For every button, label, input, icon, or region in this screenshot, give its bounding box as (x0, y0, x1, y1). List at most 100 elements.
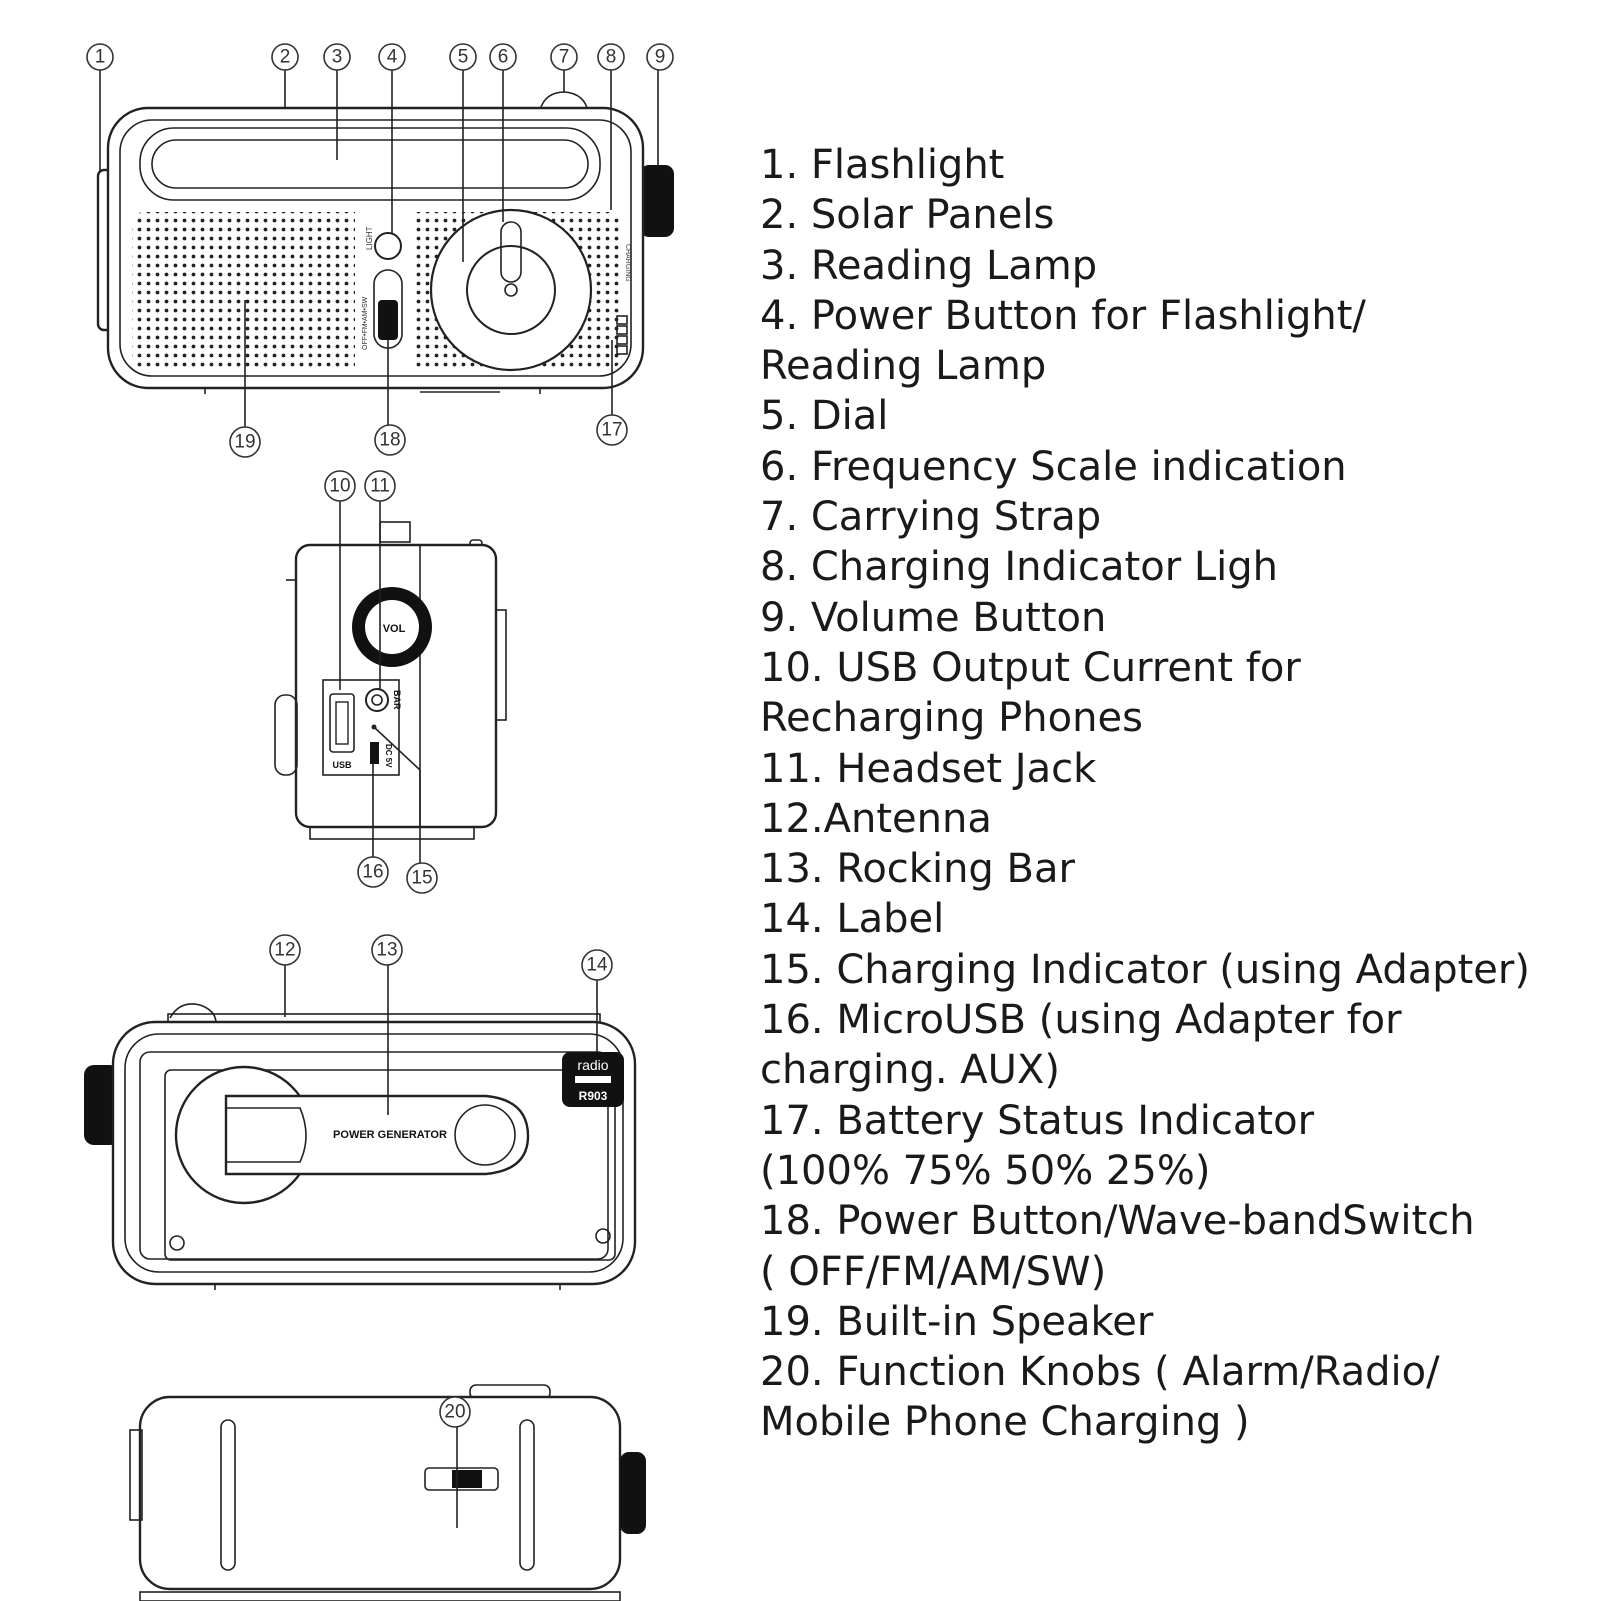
callout-18: 18 (374, 424, 406, 456)
callout-10: 10 (324, 470, 356, 502)
legend-line: 11. Headset Jack (760, 745, 1097, 792)
legend-line: ( OFF/FM/AM/SW) (760, 1248, 1107, 1295)
side-knob-right (620, 1452, 646, 1534)
svg-text:18: 18 (379, 430, 400, 451)
vol-label: VOL (383, 623, 406, 635)
model-label: radio R903 (562, 1052, 624, 1107)
svg-text:19: 19 (234, 432, 255, 453)
legend-line: 10. USB Output Current for (760, 644, 1301, 691)
microusb-port (370, 742, 379, 764)
dc-label: DC 5V (384, 744, 393, 768)
light-label: LIGHT (365, 226, 374, 250)
callout-2: 2 (271, 43, 299, 71)
legend-line: Recharging Phones (760, 695, 1143, 742)
legend-line: Reading Lamp (760, 343, 1047, 390)
solar-panel (139, 127, 601, 201)
svg-text:16: 16 (362, 862, 383, 883)
svg-text:11: 11 (370, 476, 390, 497)
svg-text:1: 1 (95, 47, 106, 68)
callout-15: 15 (406, 862, 438, 894)
svg-text:4: 4 (387, 47, 398, 68)
svg-text:13: 13 (376, 940, 397, 961)
usb-port (329, 693, 355, 753)
callouts: 1 2 3 4 5 6 7 8 9 19 18 17 10 11 16 15 1… (86, 43, 674, 1428)
port-panel (322, 679, 400, 776)
legend-line: (100% 75% 50% 25%) (760, 1147, 1211, 1194)
legend-line: 2. Solar Panels (760, 192, 1055, 239)
svg-text:radio: radio (577, 1057, 608, 1073)
reading-lamp (151, 139, 589, 189)
svg-text:8: 8 (606, 47, 617, 68)
svg-text:2: 2 (280, 47, 291, 68)
back-view: POWER GENERATOR radio R903 (84, 1003, 637, 1290)
callout-11: 11 (364, 470, 396, 502)
callout-3: 3 (323, 43, 351, 71)
callout-19: 19 (229, 426, 261, 458)
side-knob-left (84, 1065, 120, 1145)
frequency-scale (466, 245, 556, 335)
volume-knob (640, 165, 674, 237)
carrying-strap (539, 91, 589, 113)
callout-17: 17 (596, 414, 628, 446)
light-button (374, 232, 402, 260)
legend-line: 4. Power Button for Flashlight/ (760, 292, 1366, 339)
legend-line: 6. Frequency Scale indication (760, 443, 1347, 490)
svg-text:12: 12 (274, 940, 295, 961)
charging-label: CHARGING (624, 244, 631, 282)
svg-text:7: 7 (559, 47, 570, 68)
svg-text:14: 14 (586, 955, 608, 976)
bottom-view (129, 1384, 646, 1601)
callout-4: 4 (378, 43, 406, 71)
svg-text:R903: R903 (579, 1089, 608, 1103)
legend-line: 19. Built-in Speaker (760, 1298, 1154, 1345)
crank-handle (174, 1065, 530, 1205)
function-knob (424, 1467, 499, 1491)
headset-jack (365, 688, 389, 712)
svg-text:15: 15 (411, 868, 432, 889)
svg-text:6: 6 (498, 47, 509, 68)
svg-text:5: 5 (458, 47, 469, 68)
band-label: OFF•FM•AM•SW (362, 296, 369, 350)
svg-text:20: 20 (444, 1402, 465, 1423)
radio-diagram: LIGHT OFF•FM•AM•SW CHARGING VOL (84, 43, 674, 1601)
legend-line: 17. Battery Status Indicator (760, 1097, 1315, 1144)
legend-line: 16. MicroUSB (using Adapter for (760, 997, 1402, 1044)
front-view: LIGHT OFF•FM•AM•SW CHARGING (96, 91, 674, 394)
callout-20: 20 (439, 1396, 471, 1428)
callout-8: 8 (597, 43, 625, 71)
callout-5: 5 (449, 43, 477, 71)
bottom-body (138, 1395, 622, 1591)
legend-line: 8. Charging Indicator Ligh (760, 544, 1278, 591)
parts-legend: 1. Flashlight 2. Solar Panels 3. Reading… (760, 140, 1580, 1448)
legend-line: 18. Power Button/Wave-bandSwitch (760, 1198, 1475, 1245)
callout-6: 6 (489, 43, 517, 71)
usb-label: USB (332, 760, 352, 770)
legend-line: 14. Label (760, 896, 945, 943)
bar-label: BAR (392, 690, 402, 710)
svg-text:10: 10 (329, 476, 350, 497)
legend-line: Mobile Phone Charging ) (760, 1399, 1250, 1446)
legend-line: charging. AUX) (760, 1047, 1060, 1094)
battery-indicator (616, 315, 628, 355)
callout-1: 1 (86, 43, 114, 71)
svg-text:3: 3 (332, 47, 343, 68)
legend-line: 12.Antenna (760, 795, 992, 842)
legend-line: 3. Reading Lamp (760, 242, 1098, 289)
callout-14: 14 (581, 949, 613, 981)
side-view: VOL USB BAR DC 5V (274, 521, 507, 840)
power-generator-label: POWER GENERATOR (333, 1129, 447, 1141)
svg-text:9: 9 (655, 47, 666, 68)
svg-text:17: 17 (601, 420, 622, 441)
callout-7: 7 (550, 43, 578, 71)
legend-line: 9. Volume Button (760, 594, 1107, 641)
callout-12: 12 (269, 934, 301, 966)
legend-line: 1. Flashlight (760, 142, 1005, 188)
callout-13: 13 (371, 934, 403, 966)
legend-line: 20. Function Knobs ( Alarm/Radio/ (760, 1349, 1440, 1396)
legend-line: 5. Dial (760, 393, 889, 440)
callout-9: 9 (646, 43, 674, 71)
callout-16: 16 (357, 856, 389, 888)
legend-line: 7. Carrying Strap (760, 494, 1102, 541)
legend-line: 13. Rocking Bar (760, 846, 1075, 893)
legend-line: 15. Charging Indicator (using Adapter) (760, 946, 1530, 993)
